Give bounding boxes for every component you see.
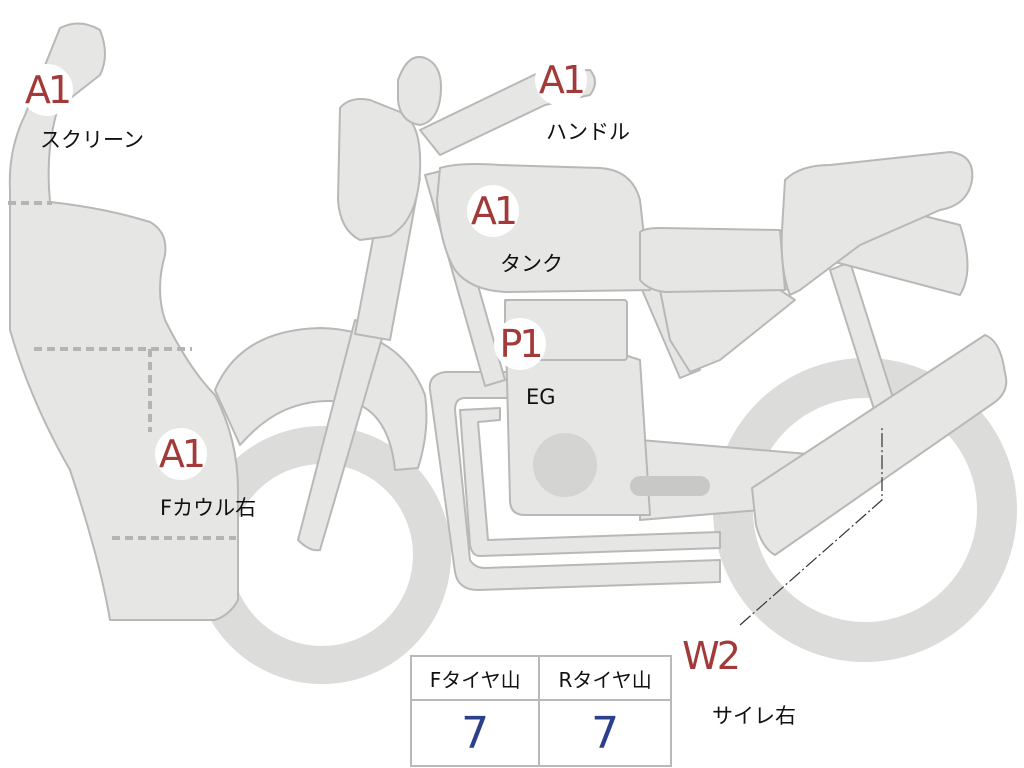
exhaust-pipe-upper bbox=[459, 407, 721, 557]
headlight bbox=[337, 98, 422, 241]
front-tire-tread-value: 7 bbox=[409, 699, 541, 767]
damage-part-label: EG bbox=[526, 385, 556, 409]
mirror bbox=[397, 56, 442, 126]
footpeg bbox=[630, 476, 710, 496]
damage-code-badge: A1 bbox=[467, 185, 519, 237]
damage-part-label: スクリーン bbox=[40, 128, 144, 152]
damage-part-label: Fカウル右 bbox=[160, 496, 257, 520]
damage-code-badge: A1 bbox=[535, 54, 587, 106]
damage-code-badge: A1 bbox=[21, 64, 73, 116]
damage-code-badge: W2 bbox=[682, 630, 741, 682]
seat bbox=[780, 151, 974, 296]
tail-cowl bbox=[784, 214, 969, 296]
front-fork bbox=[297, 319, 386, 552]
table-header-row: Fタイヤ山 Rタイヤ山 bbox=[409, 655, 672, 701]
leader-line bbox=[739, 428, 883, 626]
damage-part-label: サイレ右 bbox=[712, 704, 796, 728]
rear-tire-header: Rタイヤ山 bbox=[538, 655, 672, 701]
rear-tire-tread-value: 7 bbox=[538, 699, 672, 767]
front-tire-header: Fタイヤ山 bbox=[409, 655, 541, 701]
seat-frame bbox=[639, 227, 786, 293]
engine-cover bbox=[533, 433, 597, 497]
damage-code-badge: A1 bbox=[155, 428, 207, 480]
exhaust-pipe-lower bbox=[428, 371, 721, 591]
table-row: 7 7 bbox=[409, 699, 672, 767]
damage-code-badge: P1 bbox=[494, 318, 546, 370]
damage-part-label: タンク bbox=[500, 252, 563, 276]
muffler bbox=[751, 334, 1008, 556]
tire-tread-table: Fタイヤ山 Rタイヤ山 7 7 bbox=[409, 655, 672, 767]
damage-part-label: ハンドル bbox=[546, 120, 630, 144]
